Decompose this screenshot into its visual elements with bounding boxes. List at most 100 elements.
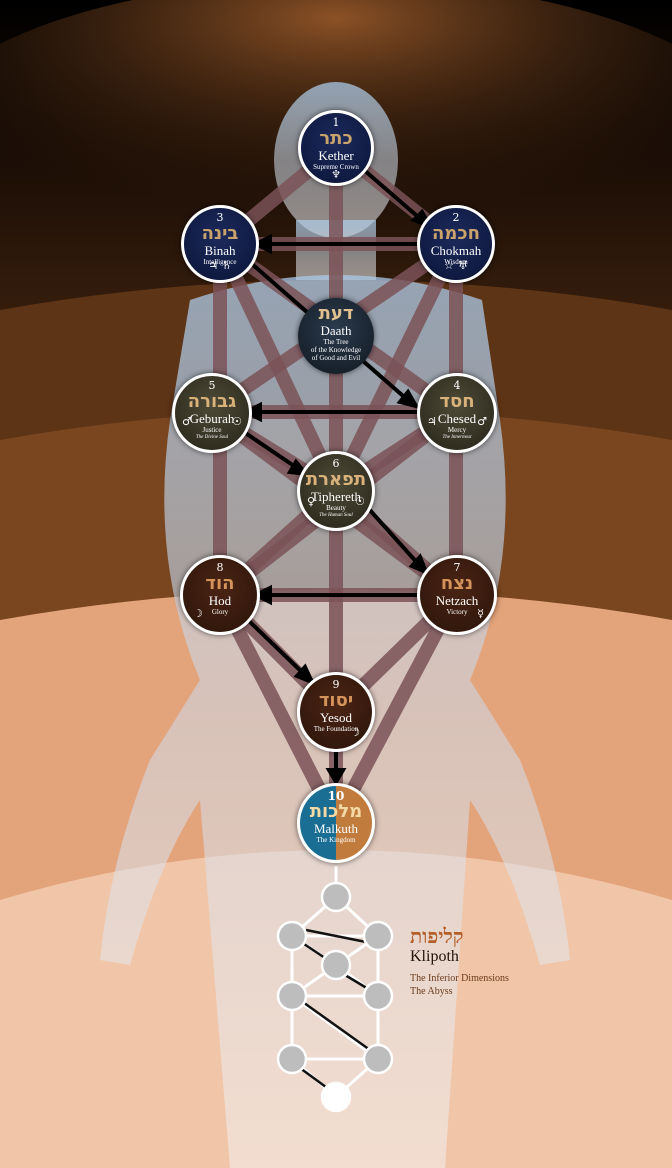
- sephirah-subtitle: of Good and Evil: [311, 354, 361, 362]
- klipoth-title: Klipoth: [410, 948, 459, 965]
- sephirah-hebrew: תפארת: [305, 469, 367, 490]
- sephirah-subtitle: Glory: [211, 608, 229, 616]
- sephirah-hebrew: יסוד: [318, 690, 354, 711]
- sephirah-hebrew: גבורה: [187, 391, 237, 412]
- sephirah-hebrew: מלכות: [309, 801, 363, 822]
- sephirah-note: The Divine Soul: [195, 435, 229, 440]
- sephirah-path: [329, 591, 463, 826]
- sephirah-subtitle: Intelligence: [203, 258, 237, 266]
- sephirah-hebrew: נצח: [440, 573, 474, 594]
- flash-arrowhead: [293, 663, 316, 686]
- sephirah-name: Kether: [318, 148, 354, 163]
- sephirah-hebrew: כתר: [319, 128, 353, 149]
- sephirah-number: 7: [453, 561, 461, 574]
- sephirah-subtitle: Supreme Crown: [313, 163, 359, 171]
- sephirah-subtitle: Beauty: [326, 504, 346, 512]
- flash-arrowhead: [325, 768, 347, 786]
- sephirah-number: 6: [332, 457, 340, 470]
- flash-arrowhead: [251, 584, 272, 606]
- klipoth-nodes: [276, 881, 394, 1113]
- klipoth-node: [320, 949, 352, 981]
- sephirah-number: 5: [208, 379, 216, 392]
- flash-arrowhead: [408, 553, 430, 576]
- klipoth-node: [320, 1081, 352, 1113]
- sephirah-binah[interactable]: 3 בינה Binah Intelligence ♃ ♄: [181, 205, 259, 283]
- lightning-flash-arrows: [241, 168, 435, 786]
- jupiter-saturn-icon: ♃ ♄: [208, 259, 232, 272]
- sephirah-daath[interactable]: דעת Daath The Tree of the Knowledge of G…: [298, 298, 374, 374]
- sun-icon: ☉: [355, 495, 365, 508]
- sephirah-name: Daath: [320, 323, 352, 338]
- sephirah-hebrew: דעת: [318, 303, 354, 324]
- sephirah-name: Malkuth: [313, 821, 359, 836]
- sephirah-subtitle: Victory: [446, 608, 468, 616]
- mercury-icon: ☿: [477, 607, 484, 620]
- sephirah-number: 1: [332, 116, 340, 129]
- klipoth-path: [291, 994, 379, 1061]
- klipoth-node: [362, 980, 394, 1012]
- flash-arrow-line: [366, 506, 422, 568]
- sephirah-kether[interactable]: 1 כתר Kether Supreme Crown ♆: [298, 110, 374, 186]
- klipoth-node: [276, 920, 308, 952]
- klipoth-node: [276, 980, 308, 1012]
- sephirah-hebrew: בינה: [201, 223, 239, 244]
- sephirah-number: 10: [327, 789, 345, 803]
- sephirah-name: Hod: [208, 593, 232, 608]
- sephirah-number: 4: [453, 379, 461, 392]
- moon-icon: ☽: [193, 607, 203, 620]
- sephirah-note: The Human Soul: [319, 513, 353, 518]
- sephirah-number: 9: [332, 678, 340, 691]
- klipoth-node: [362, 1043, 394, 1075]
- uranus-icon: ♅: [458, 259, 468, 272]
- sephirah-chesed[interactable]: 4 חסד Chesed Mercy The Innermost ♃ ♂: [417, 373, 497, 453]
- sephirah-name: Chokmah: [430, 243, 482, 258]
- sephirah-subtitle: The Tree: [323, 338, 349, 346]
- sephirah-subtitle: The Foundation: [313, 725, 359, 733]
- klipoth-subtitle: The Abyss: [410, 986, 453, 997]
- sephirah-tiphereth[interactable]: 6 תפארת Tiphereth Beauty The Human Soul …: [297, 451, 375, 531]
- sephirah-name: Binah: [204, 243, 236, 258]
- sephirah-name: Geburah: [189, 411, 235, 426]
- sephirah-subtitle: Mercy: [447, 426, 467, 434]
- klipoth-subtitle: The Inferior Dimensions: [410, 973, 509, 984]
- sephirah-geburah[interactable]: 5 גבורה Geburah Justice The Divine Soul …: [172, 373, 252, 453]
- flash-arrow-line: [362, 168, 426, 224]
- moon-icon: ☽: [350, 726, 360, 739]
- sephirah-chokmah[interactable]: 2 חכמה Chokmah Wisdom ☆ ♅: [417, 205, 495, 283]
- sephirah-yesod[interactable]: 9 יסוד Yesod The Foundation ☽: [297, 672, 375, 752]
- klipoth-node: [276, 1043, 308, 1075]
- klipoth-node: [320, 881, 352, 913]
- flash-arrowhead: [241, 401, 262, 423]
- neptune-icon: ♆: [331, 168, 341, 181]
- sephirah-number: 8: [216, 561, 224, 574]
- star-icon: ☆: [444, 259, 454, 272]
- flash-arrow-line: [242, 430, 302, 472]
- sephirah-hebrew: חסד: [439, 391, 475, 412]
- flash-arrowhead: [396, 388, 421, 410]
- mars-icon: ♂: [182, 415, 192, 428]
- venus-icon: ♀: [307, 495, 316, 508]
- mars-icon: ♂: [477, 415, 487, 428]
- sun-icon: ☉: [232, 415, 242, 428]
- sephirah-path: [213, 591, 343, 826]
- klipoth-hebrew: קליפות: [410, 924, 464, 948]
- sephirah-name: Yesod: [320, 710, 352, 725]
- sephirah-hebrew: חכמה: [432, 223, 480, 244]
- jupiter-icon: ♃: [427, 415, 437, 428]
- sephirah-netzach[interactable]: 7 נצח Netzach Victory ☿: [417, 555, 497, 635]
- sephirah-name: Netzach: [435, 593, 479, 608]
- sephirah-subtitle: Justice: [202, 426, 222, 434]
- sephirah-number: 3: [216, 211, 224, 224]
- sephirah-subtitle: Wisdom: [444, 258, 468, 266]
- sephirah-subtitle: The Kingdom: [316, 836, 356, 844]
- sephirah-name: Chesed: [437, 411, 477, 426]
- flash-arrowhead: [251, 233, 272, 255]
- sephirah-subtitle: of the Knowledge: [310, 346, 362, 354]
- klipoth-node: [362, 920, 394, 952]
- sephirah-number: 2: [452, 211, 460, 224]
- sephirah-malkuth[interactable]: 10 מלכות Malkuth The Kingdom: [297, 783, 375, 863]
- sephirah-hod[interactable]: 8 הוד Hod Glory ☽: [180, 555, 260, 635]
- flash-arrow-line: [246, 618, 308, 678]
